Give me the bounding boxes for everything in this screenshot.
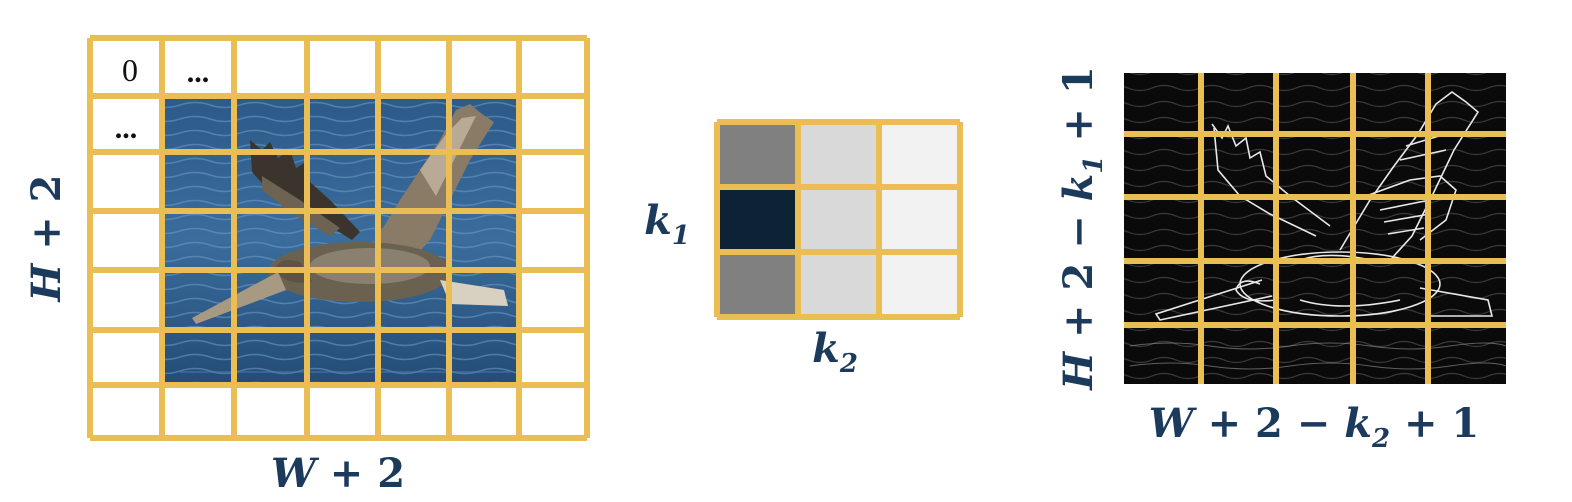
- kernel-cell-0-0: [717, 122, 798, 187]
- kernel-rows-var: k: [644, 197, 672, 244]
- input-width-var: W: [271, 450, 320, 497]
- output-height-k: k: [1055, 174, 1102, 202]
- output-width-k: k: [1344, 400, 1372, 447]
- input-height-label: H + 2: [23, 175, 70, 303]
- padded-input-grid: 0 ... ...: [87, 35, 590, 441]
- output-height-label: H + 2 − k1 + 1: [1055, 66, 1109, 390]
- input-height-rest: + 2: [23, 175, 70, 264]
- svg-text:H + 2: H + 2: [23, 175, 70, 303]
- kernel-cell-1-1: [798, 187, 879, 252]
- kernel-cell-0-2: [879, 122, 960, 187]
- padding-ellipsis-top: ...: [187, 56, 210, 89]
- kernel-cell-2-2: [879, 252, 960, 317]
- svg-text:H + 2 − k1 + 1: H + 2 − k1 + 1: [1055, 66, 1109, 390]
- kernel-grid: [714, 119, 963, 320]
- output-height-var: H: [1055, 351, 1102, 391]
- input-width-label: W + 2: [271, 450, 405, 497]
- kernel-cell-2-0: [717, 252, 798, 317]
- output-height-end: + 1: [1055, 66, 1102, 155]
- kernel-cell-1-0: [717, 187, 798, 252]
- output-width-sub: 2: [1371, 424, 1390, 454]
- padded-input-gridlines: [87, 35, 590, 441]
- kernel-rows-label: k1: [644, 197, 690, 251]
- output-width-mid: + 2 −: [1194, 400, 1345, 447]
- output-width-label: W + 2 − k2 + 1: [1149, 400, 1480, 454]
- pelican-photo: [162, 96, 517, 383]
- output-width-var: W: [1149, 400, 1198, 447]
- kernel-cols-var: k: [812, 325, 840, 372]
- padding-zero-label: 0: [122, 52, 138, 88]
- output-height-mid: + 2 −: [1055, 201, 1102, 352]
- kernel-cols-label: k2: [812, 325, 858, 379]
- kernel-cell-1-2: [879, 187, 960, 252]
- output-gridlines: [1124, 73, 1506, 384]
- padding-ellipsis-left: ...: [115, 112, 138, 145]
- output-width-end: + 1: [1390, 400, 1479, 447]
- input-width-rest: + 2: [316, 450, 405, 497]
- output-feature-map: [1124, 73, 1506, 384]
- kernel-cell-2-1: [798, 252, 879, 317]
- kernel-gridlines: [714, 119, 963, 320]
- kernel-cell-0-1: [798, 122, 879, 187]
- kernel-rows-sub: 1: [672, 221, 690, 251]
- output-height-sub: 1: [1079, 156, 1109, 174]
- kernel-cols-sub: 2: [839, 349, 858, 379]
- input-height-var: H: [23, 263, 70, 303]
